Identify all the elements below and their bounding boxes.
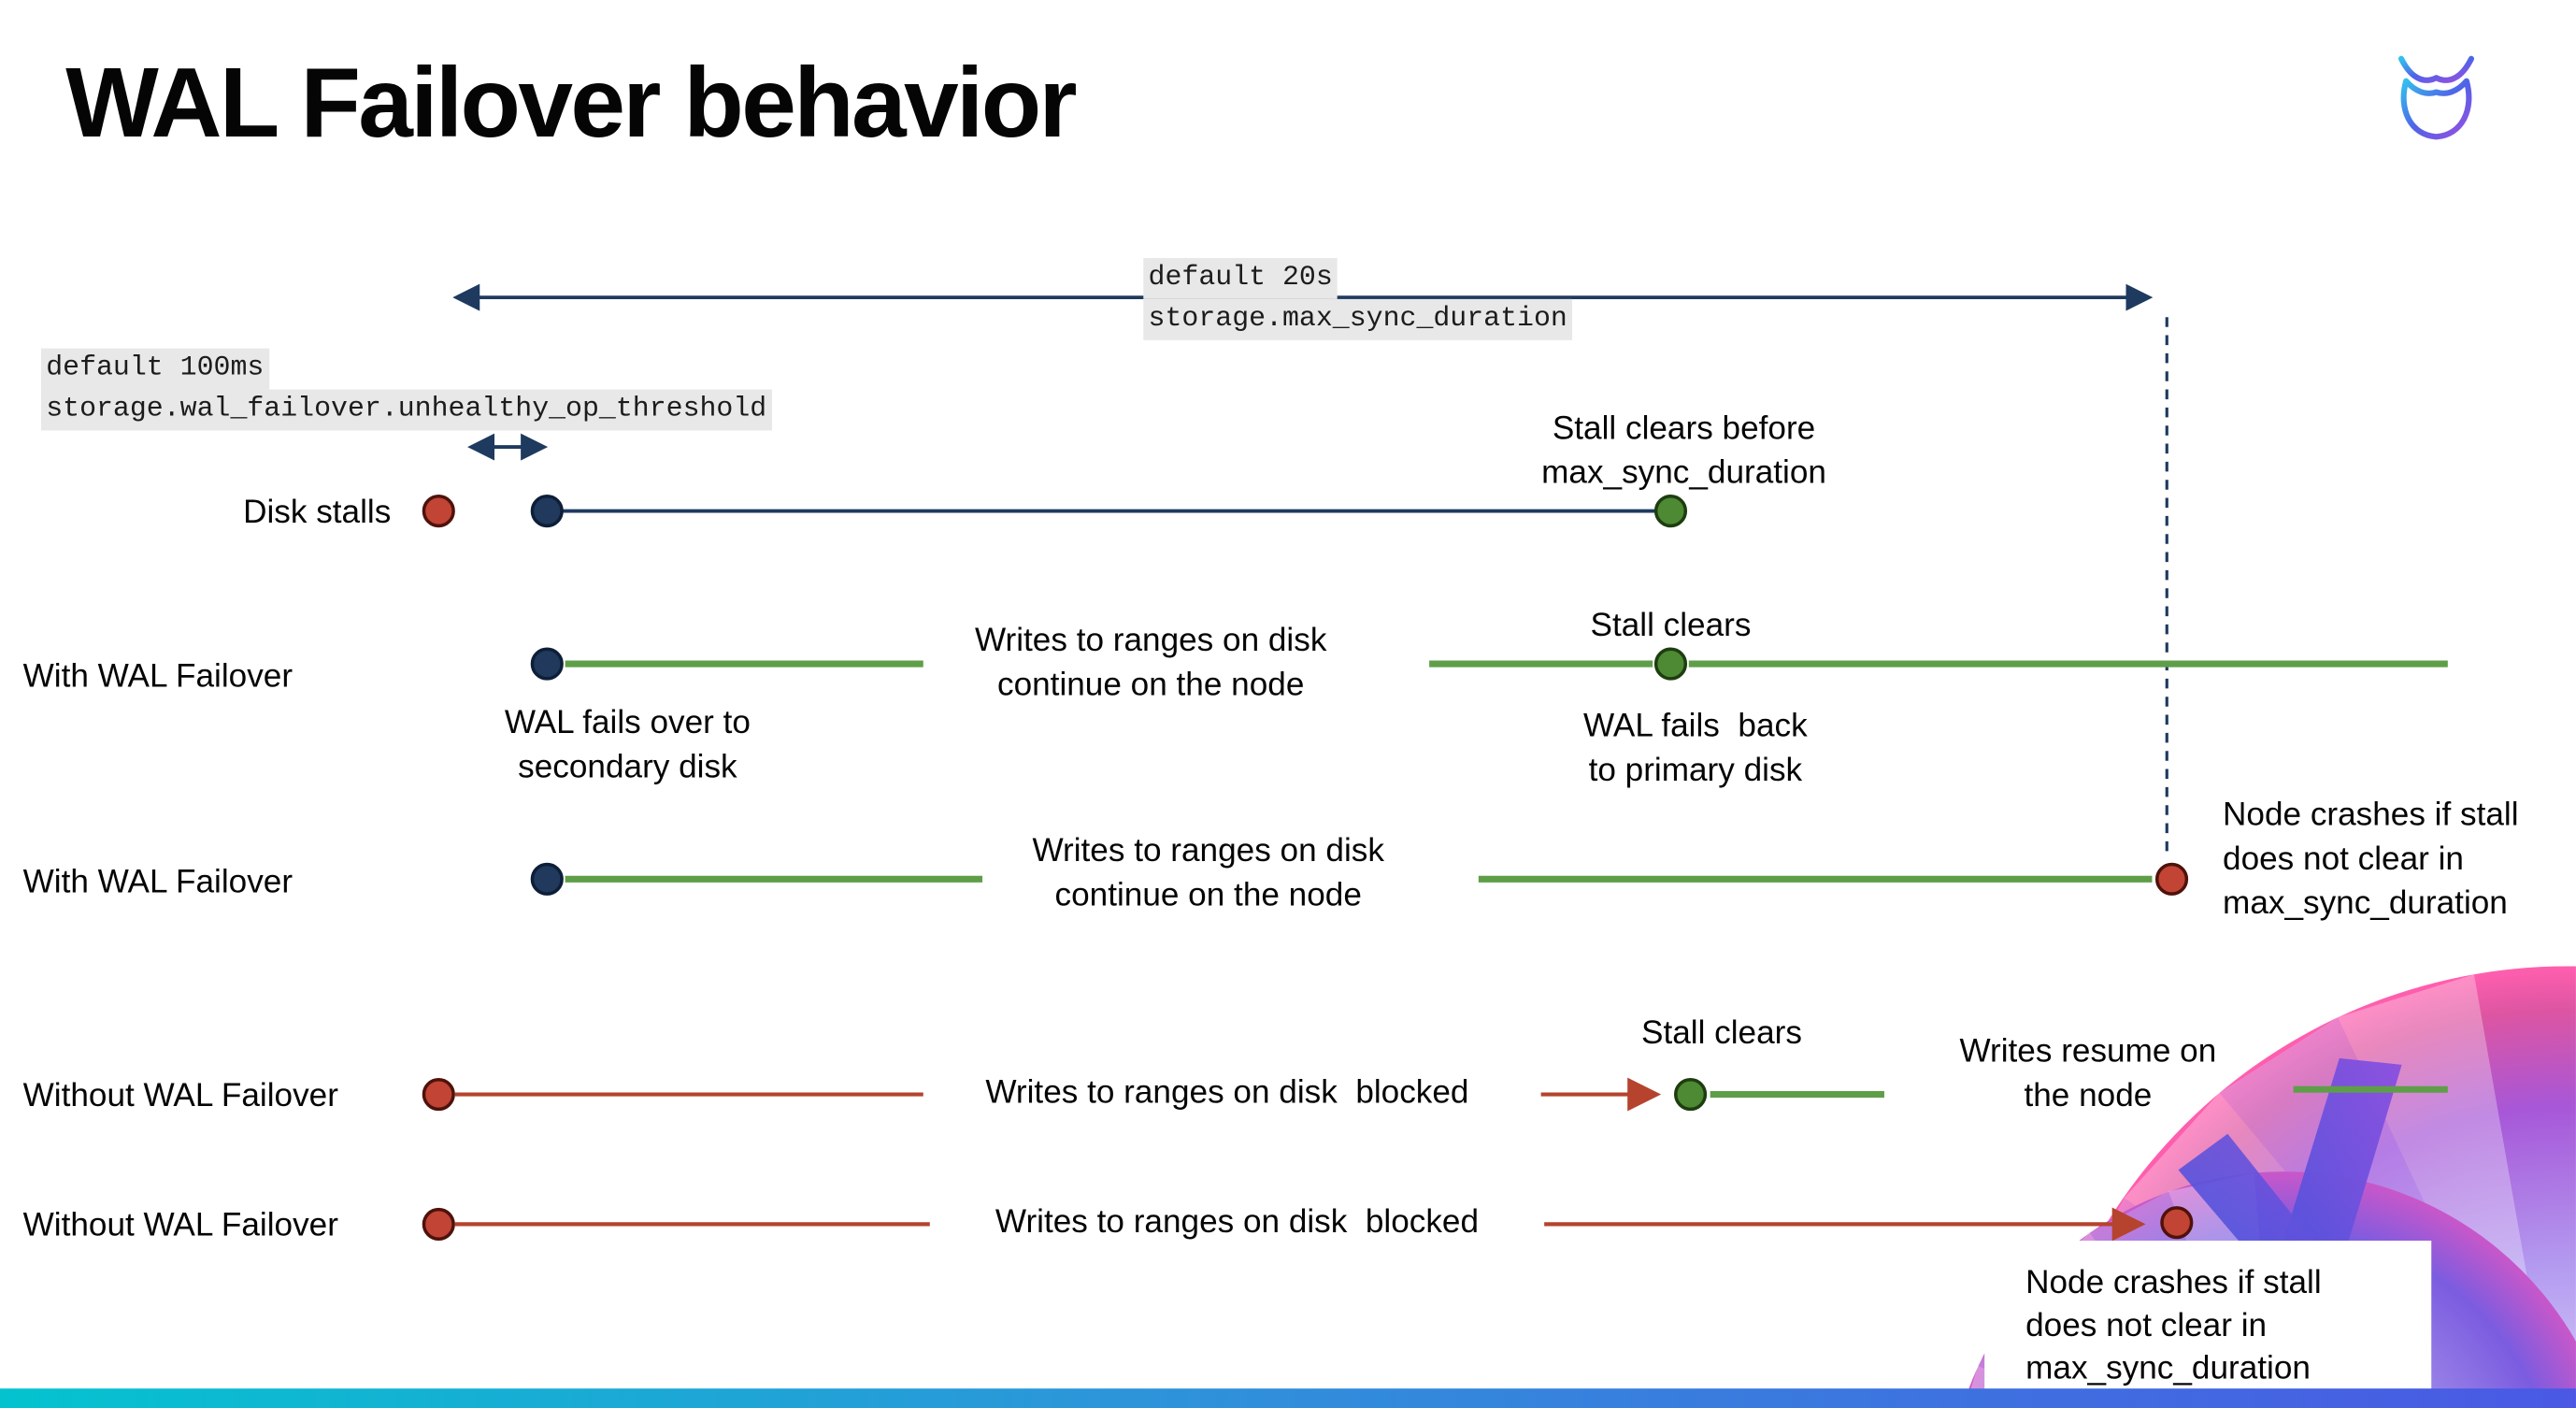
failover-start-dot [530, 647, 564, 681]
row-label-disk-stalls: Disk stalls [243, 495, 392, 531]
no-failover2-crash-box: Node crashes if stall does not clear in … [1984, 1240, 2432, 1392]
max-sync-setting-label: storage.max_sync_duration [1143, 298, 1573, 340]
stall-start-dot [422, 495, 455, 528]
row-label-without-wal-failover-2: Without WAL Failover [22, 1207, 338, 1244]
stall-clears-before-note: Stall clears before max_sync_duration [1541, 410, 1826, 492]
max-sync-callout: default 20s storage.max_sync_duration [1143, 257, 1573, 340]
threshold-callout: default 100ms storage.wal_failover.unhea… [40, 348, 772, 431]
no-failover-crash-dot [2160, 1206, 2194, 1240]
wal-fails-over-note: WAL fails over to secondary disk [504, 705, 751, 786]
no-failover1-writes-note: Writes to ranges on disk blocked [985, 1074, 1469, 1112]
threshold-reached-dot [530, 495, 564, 528]
failover2-writes-note: Writes to ranges on disk continue on the… [1032, 833, 1384, 914]
wal-fails-back-note: WAL fails back to primary disk [1583, 708, 1808, 789]
cockroachdb-logo [2385, 46, 2487, 148]
node-crash-dot [2154, 862, 2189, 896]
stall-clears-dot [1653, 495, 1688, 528]
cockroachdb-logo-icon [2397, 55, 2475, 140]
no-failover1-stall-clears-note: Stall clears [1641, 1015, 1802, 1052]
writes-resume-note: Writes resume on the node [1959, 1033, 2217, 1114]
failover1-stall-clears-note: Stall clears [1590, 608, 1752, 644]
row-label-with-wal-failover-2: With WAL Failover [22, 864, 293, 901]
failover2-crash-note: Node crashes if stall does not clear in … [2223, 797, 2519, 923]
page-title: WAL Failover behavior [65, 47, 1077, 158]
bottom-accent-bar [0, 1388, 2576, 1408]
no-failover2-writes-note: Writes to ranges on disk blocked [995, 1204, 1480, 1241]
no-failover-clear-dot [1673, 1077, 1708, 1112]
no-failover-stall-dot-1 [422, 1077, 455, 1112]
no-failover-stall-dot-2 [422, 1207, 455, 1241]
failover1-writes-note: Writes to ranges on disk continue on the… [974, 623, 1327, 704]
threshold-default-label: default 100ms [40, 348, 269, 390]
failback-dot [1653, 647, 1688, 681]
no-failover2-crash-note: Node crashes if stall does not clear in … [2025, 1265, 2322, 1387]
row-label-with-wal-failover-1: With WAL Failover [22, 658, 293, 696]
failover2-start-dot [530, 862, 564, 896]
row-label-without-wal-failover-1: Without WAL Failover [22, 1077, 338, 1114]
max-sync-default-label: default 20s [1143, 257, 1338, 299]
threshold-setting-label: storage.wal_failover.unhealthy_op_thresh… [40, 389, 772, 431]
